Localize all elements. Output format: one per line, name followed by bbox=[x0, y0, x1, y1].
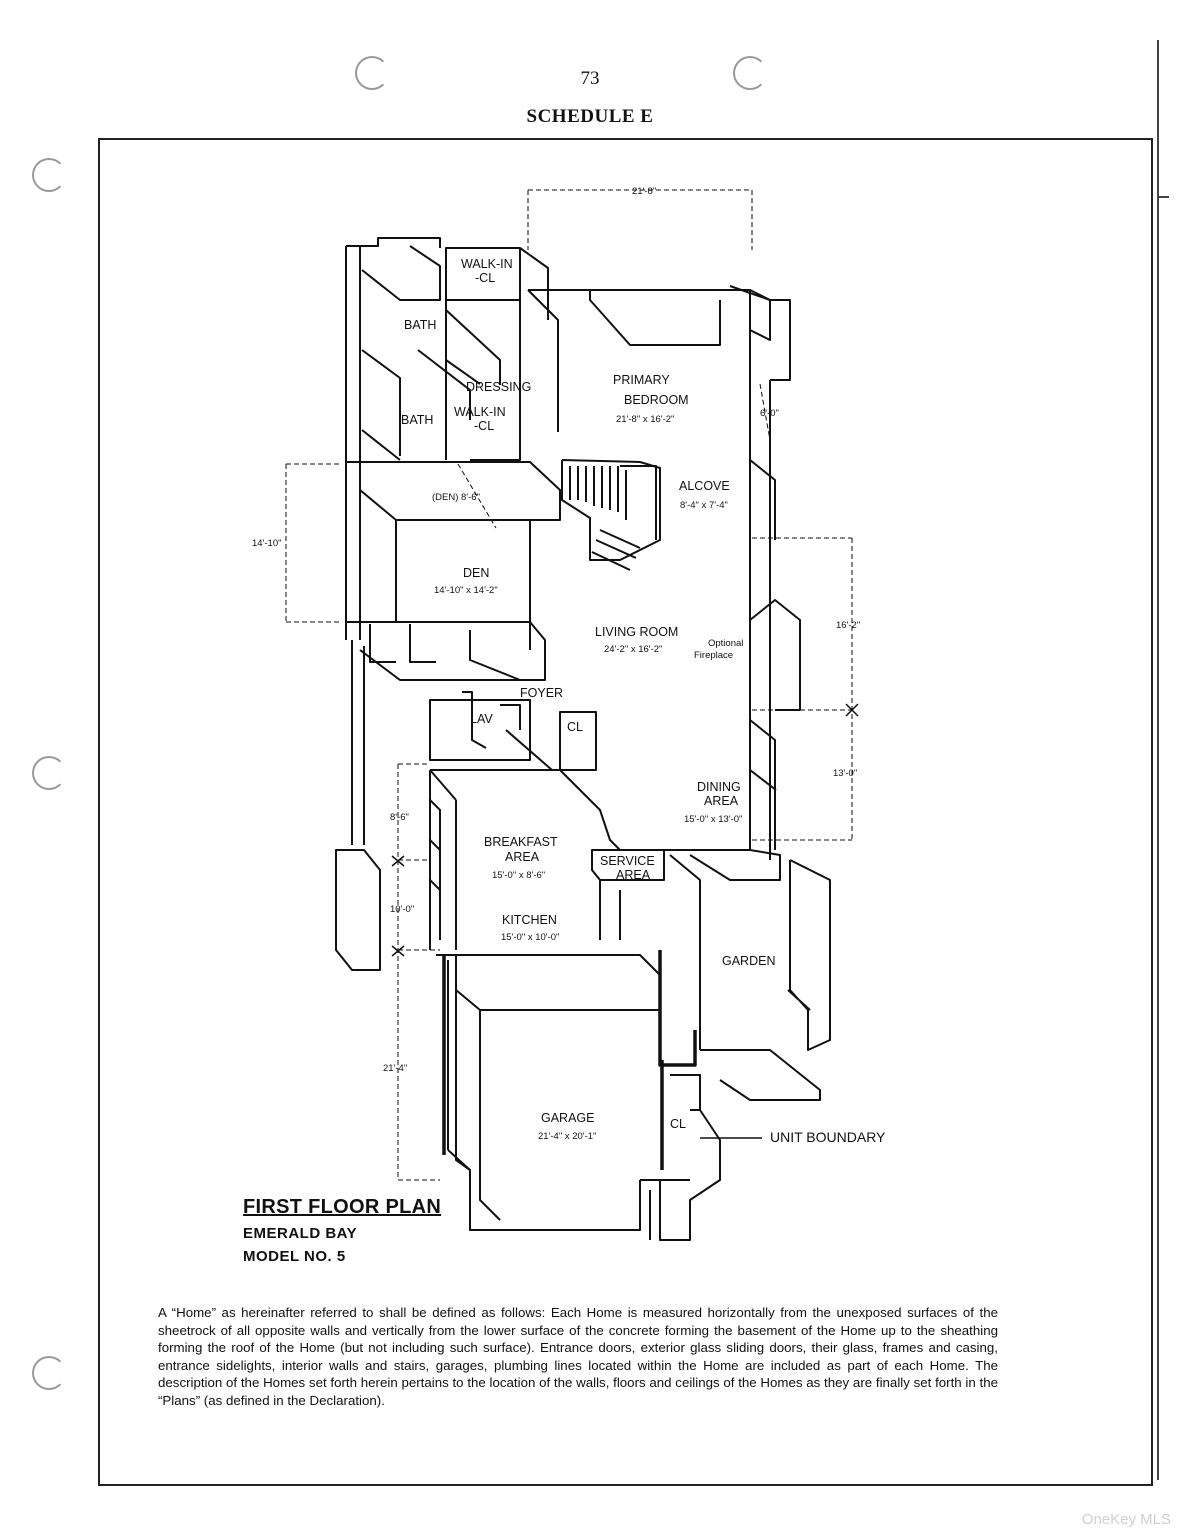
room-foyer: FOYER bbox=[520, 686, 563, 700]
binder-hole-left-3 bbox=[32, 1356, 66, 1390]
room-lav: LAV bbox=[470, 712, 493, 726]
room-service: SERVICE bbox=[600, 854, 655, 868]
unit-boundary-label: UNIT BOUNDARY bbox=[770, 1129, 886, 1145]
plan-label: 21'-8" x 16'-2" bbox=[616, 414, 674, 425]
room-alcove: ALCOVE bbox=[679, 479, 730, 493]
dim-dining-depth: 13'-0" bbox=[833, 768, 857, 779]
room-primary-bedroom: PRIMARY bbox=[613, 373, 670, 387]
room-kitchen: KITCHEN bbox=[502, 913, 557, 927]
binder-hole-left-1 bbox=[32, 158, 66, 192]
plan-label: 15'-0" x 10'-0" bbox=[501, 932, 559, 943]
room-dressing: DRESSING bbox=[466, 380, 531, 394]
dim-kitchen-depth: 10'-0" bbox=[390, 904, 414, 915]
plan-label: 21'-4" x 20'-1" bbox=[538, 1131, 596, 1142]
plan-label: Fireplace bbox=[694, 650, 733, 661]
dim-breakfast-depth: 8'-6" bbox=[390, 812, 409, 823]
room-breakfast: BREAKFAST bbox=[484, 835, 558, 849]
margin-rule bbox=[1157, 40, 1159, 1480]
room-bath-1: BATH bbox=[404, 318, 436, 332]
plan-label: -CL bbox=[474, 419, 494, 433]
room-bath-2: BATH bbox=[401, 413, 433, 427]
plan-label: 24'-2" x 16'-2" bbox=[604, 644, 662, 655]
room-walk-in-1: WALK-IN bbox=[461, 257, 513, 271]
watermark: OneKey MLS bbox=[1081, 1511, 1171, 1528]
dim-living-depth: 16'-2" bbox=[836, 620, 860, 631]
plan-model: MODEL NO. 5 bbox=[243, 1248, 346, 1265]
plan-label: 14'-10" x 14'-2" bbox=[434, 585, 498, 596]
dim-bedroom-side: 6'-0" bbox=[760, 408, 779, 419]
room-closet-1: CL bbox=[567, 720, 583, 734]
room-walk-in-2: WALK-IN bbox=[454, 405, 506, 419]
plan-label: 15'-0" x 8'-6" bbox=[492, 870, 545, 881]
page-frame bbox=[98, 138, 1153, 1486]
plan-label: AREA bbox=[704, 794, 739, 808]
room-garden: GARDEN bbox=[722, 954, 775, 968]
plan-label: 8'-4" x 7'-4" bbox=[680, 500, 728, 511]
title-block: FIRST FLOOR PLAN EMERALD BAY MODEL NO. 5 bbox=[243, 1196, 441, 1265]
schedule-title: SCHEDULE E bbox=[526, 106, 654, 127]
plan-label: BEDROOM bbox=[624, 393, 689, 407]
page-number: 73 bbox=[580, 68, 600, 89]
plan-label: AREA bbox=[616, 868, 651, 882]
plan-subtitle: EMERALD BAY bbox=[243, 1225, 358, 1242]
plan-title: FIRST FLOOR PLAN bbox=[243, 1196, 442, 1218]
plan-label: AREA bbox=[505, 850, 540, 864]
room-den-bay: (DEN) 8'-6" bbox=[432, 492, 480, 503]
optional-fireplace: Optional bbox=[708, 638, 743, 649]
room-closet-2: CL bbox=[670, 1117, 686, 1131]
room-living-room: LIVING ROOM bbox=[595, 625, 678, 639]
margin-tick bbox=[1157, 196, 1169, 198]
room-garage: GARAGE bbox=[541, 1111, 595, 1125]
dim-garage-depth: 21'-4" bbox=[383, 1063, 407, 1074]
binder-hole-top bbox=[355, 56, 389, 90]
binder-hole-left-2 bbox=[32, 756, 66, 790]
dim-top-width: 21'-8" bbox=[632, 186, 656, 197]
plan-label: -CL bbox=[475, 271, 495, 285]
binder-hole-top-right bbox=[733, 56, 767, 90]
room-dining: DINING bbox=[697, 780, 741, 794]
home-definition-paragraph: A “Home” as hereinafter referred to shal… bbox=[158, 1305, 998, 1408]
plan-label: 15'-0" x 13'-0" bbox=[684, 814, 742, 825]
dim-den-depth: 14'-10" bbox=[252, 538, 281, 549]
room-den: DEN bbox=[463, 566, 489, 580]
